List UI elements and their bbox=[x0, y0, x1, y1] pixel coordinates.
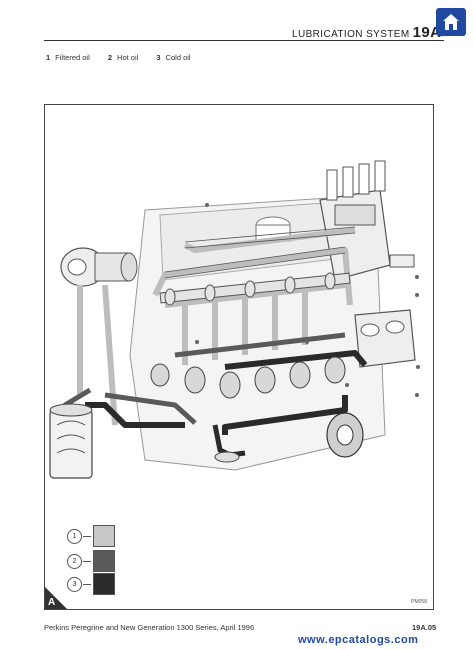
oil-filter bbox=[49, 403, 93, 479]
key-leader bbox=[83, 536, 91, 537]
key-leader bbox=[83, 561, 91, 562]
legend-label: Hot oil bbox=[117, 53, 139, 62]
lubrication-diagram: 1 2 3 A PM058 bbox=[44, 104, 434, 610]
figure-ref-code: PM058 bbox=[411, 599, 427, 605]
legend-num: 2 bbox=[107, 53, 113, 62]
key-swatch-filtered bbox=[93, 525, 115, 547]
turbocharger bbox=[60, 247, 138, 287]
key-swatch-hot bbox=[93, 550, 115, 572]
rear-pulley bbox=[326, 412, 364, 458]
legend-item-cold: 3 Cold oil bbox=[156, 53, 190, 62]
air-compressor bbox=[354, 309, 416, 368]
legend-item-hot: 2 Hot oil bbox=[108, 53, 138, 62]
key-number: 3 bbox=[67, 577, 82, 592]
legend-item-filtered: 1 Filtered oil bbox=[46, 53, 90, 62]
header-rule bbox=[44, 40, 444, 41]
oil-legend: 1 Filtered oil 2 Hot oil 3 Cold oil bbox=[46, 53, 207, 62]
engine-illustration bbox=[49, 160, 420, 479]
filtered-oil-gallery-outline bbox=[164, 226, 356, 279]
footer-publication: Perkins Peregrine and New Generation 130… bbox=[44, 623, 255, 632]
figure-label: A bbox=[48, 597, 56, 608]
watermark[interactable]: www.epcatalogs.com bbox=[298, 634, 419, 646]
oil-drops bbox=[195, 203, 420, 397]
page-number: 19A.05 bbox=[412, 623, 437, 632]
figure-label-corner: A bbox=[45, 587, 67, 609]
legend-num: 3 bbox=[156, 53, 161, 62]
legend-num: 1 bbox=[46, 53, 51, 62]
crankshaft bbox=[150, 356, 346, 399]
key-leader bbox=[83, 584, 91, 585]
home-icon bbox=[443, 14, 459, 30]
cold-oil-lines bbox=[85, 350, 368, 435]
key-swatch-cold bbox=[93, 573, 115, 595]
section-number: 19A bbox=[412, 24, 442, 41]
oil-pump-pickup bbox=[212, 424, 246, 463]
key-number: 2 bbox=[67, 554, 82, 569]
legend-label: Filtered oil bbox=[55, 53, 90, 62]
home-button[interactable] bbox=[436, 8, 466, 36]
fuel-injection-pump bbox=[319, 160, 415, 281]
legend-label: Cold oil bbox=[165, 53, 191, 62]
camshaft bbox=[159, 272, 351, 306]
header-title-text: LUBRICATION SYSTEM bbox=[292, 29, 410, 40]
key-number: 1 bbox=[67, 529, 82, 544]
